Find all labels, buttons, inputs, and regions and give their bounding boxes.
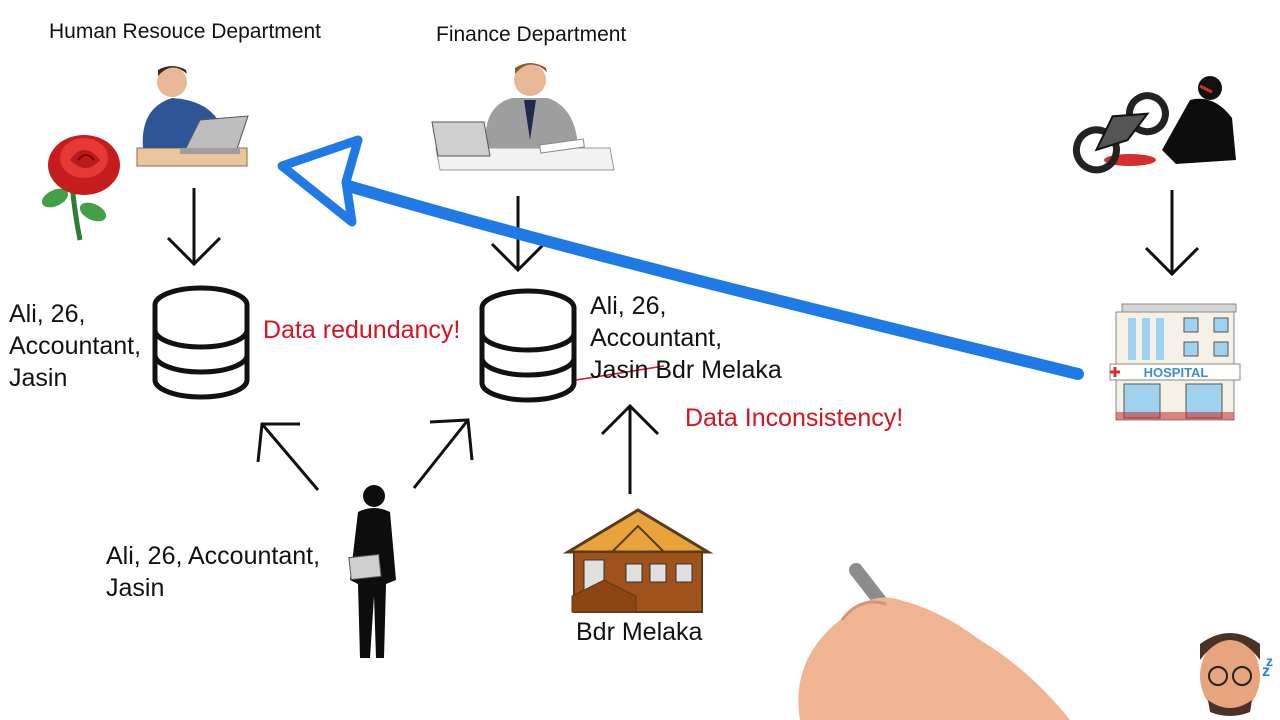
- hospital-sign: HOSPITAL: [1144, 365, 1209, 380]
- businessman-icon: [349, 485, 396, 658]
- person-to-hr-db-arrow: [258, 424, 318, 490]
- finance-db-record-line3: Jasin Bdr Melaka: [590, 354, 782, 386]
- motorbike-accident-icon: [1067, 76, 1236, 177]
- svg-text:z: z: [1266, 653, 1273, 669]
- hospital-icon: HOSPITAL: [1110, 304, 1240, 420]
- data-inconsistency-annotation: Data Inconsistency!: [685, 404, 903, 433]
- drawing-hand-icon: [798, 570, 1070, 720]
- house-address: Bdr Melaka: [576, 616, 702, 648]
- avatar-icon: z z: [1200, 633, 1273, 716]
- finance-db-record-line2: Accountant,: [590, 322, 782, 354]
- database-icon: [482, 291, 574, 400]
- hr-worker-icon: [137, 66, 248, 166]
- finance-db-record-line1: Ali, 26,: [590, 290, 782, 322]
- finance-worker-icon: [432, 63, 614, 170]
- house-icon: [568, 510, 708, 612]
- rose-icon: [39, 135, 120, 240]
- house-to-db-arrow: [602, 406, 658, 494]
- person-record: Ali, 26, Accountant, Jasin: [106, 540, 320, 604]
- database-icon: [155, 288, 247, 397]
- accident-to-hospital-arrow: [1146, 190, 1198, 274]
- data-redundancy-annotation: Data redundancy!: [263, 316, 460, 345]
- person-to-finance-db-arrow: [414, 420, 472, 488]
- finance-db-record: Ali, 26, Accountant, Jasin Bdr Melaka: [590, 290, 782, 386]
- finance-db-old-town: Jasin: [590, 356, 648, 384]
- finance-db-new-town: Bdr Melaka: [655, 356, 781, 384]
- hr-to-db-arrow: [168, 188, 220, 264]
- hr-db-record: Ali, 26, Accountant, Jasin: [9, 298, 141, 394]
